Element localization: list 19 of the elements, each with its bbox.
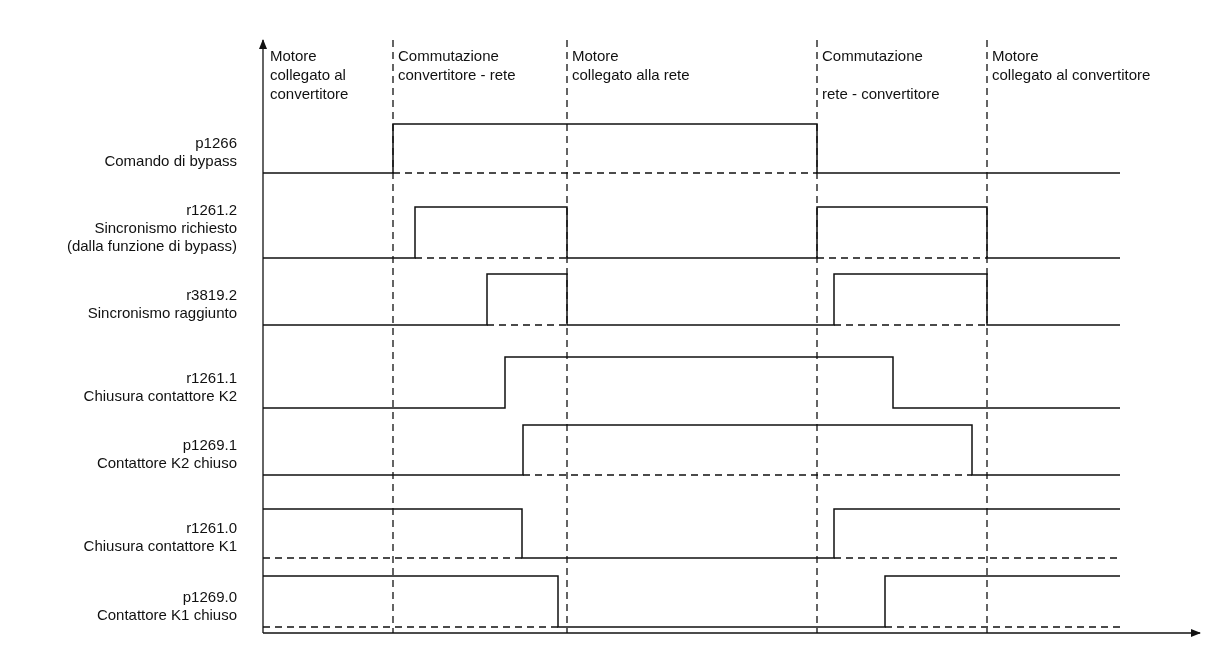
signal-name: r1261.0 xyxy=(185,519,237,537)
signal-name: p1269.0 xyxy=(181,588,237,606)
signal-name: r1261.2 xyxy=(185,201,237,219)
signal-description: Chiusura contattore K2 xyxy=(83,387,237,405)
signal-name: r3819.2 xyxy=(185,286,237,304)
phase-heading: Motore collegato alla rete xyxy=(572,46,691,84)
signal-description: Sincronismo richiesto (dalla funzione di bypass) xyxy=(65,219,237,255)
signal-description: Comando di bypass xyxy=(104,152,237,170)
signal-description: Chiusura contattore K1 xyxy=(83,537,237,555)
signal-name: p1269.1 xyxy=(181,436,237,454)
signal-name: p1266 xyxy=(194,134,237,152)
signal-description: Contattore K2 chiuso xyxy=(96,454,237,472)
phase-heading: Motore collegato al convertitore xyxy=(270,46,350,103)
signal-description: Sincronismo raggiunto xyxy=(87,304,237,322)
signal-name: r1261.1 xyxy=(185,369,237,387)
signal-description: Contattore K1 chiuso xyxy=(96,606,237,624)
phase-heading: Commutazione convertitore - rete xyxy=(398,46,517,84)
phase-heading: Commutazione rete - convertitore xyxy=(822,46,941,103)
phase-heading: Motore collegato al convertitore xyxy=(992,46,1152,84)
